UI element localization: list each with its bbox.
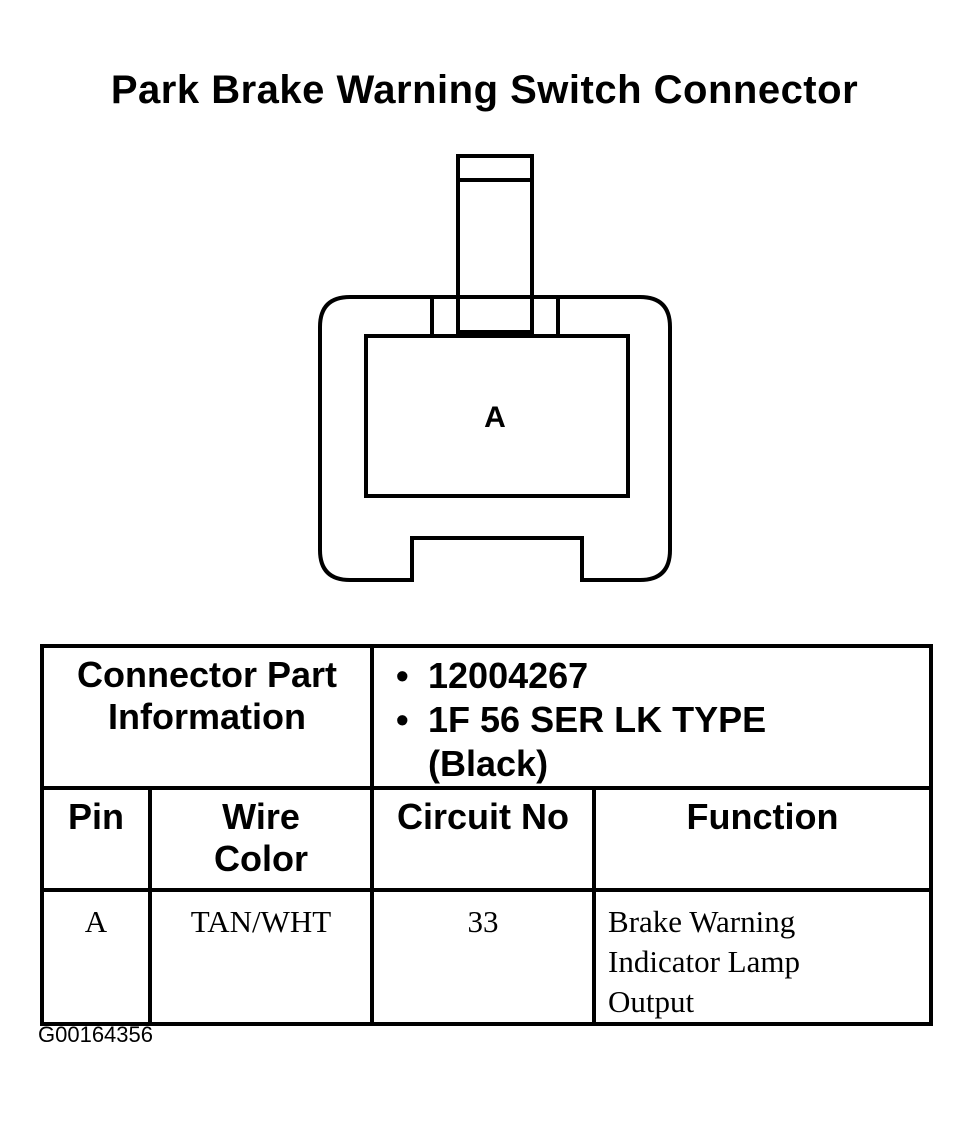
- part-info-label-line1: Connector Part: [76, 654, 338, 695]
- part-info-row: Connector Part Information 12004267 1F 5…: [39, 644, 934, 790]
- part-number: 12004267: [396, 654, 929, 698]
- cell-wire-color: TAN/WHT: [147, 888, 375, 1026]
- table-row: A TAN/WHT 33 Brake Warning Indicator Lam…: [40, 888, 934, 1026]
- cell-function: Brake Warning Indicator Lamp Output: [592, 888, 934, 1026]
- figure-code: G00164356: [38, 1022, 153, 1047]
- column-header-row: Pin Wire Color Circuit No Function: [40, 786, 934, 892]
- diagram-title: Park Brake Warning Switch Connector: [110, 68, 859, 112]
- cavity-label: A: [484, 401, 506, 434]
- connector-drawing: A: [318, 154, 672, 582]
- part-info-label-line2: Information: [108, 696, 306, 737]
- function-line1: Brake Warning: [608, 904, 796, 939]
- cell-pin: A: [40, 888, 152, 1026]
- connector-info-table: Connector Part Information 12004267 1F 5…: [39, 644, 934, 1026]
- part-info-list: 12004267 1F 56 SER LK TYPE (Black): [374, 648, 929, 786]
- header-function: Function: [592, 786, 934, 892]
- connector-lock-tab: [456, 154, 534, 334]
- header-wire-line1: Wire: [222, 796, 300, 837]
- connector-color: (Black): [428, 743, 549, 784]
- part-info-label-cell: Connector Part Information: [39, 644, 375, 790]
- header-pin: Pin: [40, 786, 152, 892]
- connector-type: 1F 56 SER LK TYPE: [396, 698, 929, 742]
- cell-circuit: 33: [370, 888, 597, 1026]
- header-circuit-no: Circuit No: [370, 786, 597, 892]
- function-line2: Indicator Lamp: [608, 944, 800, 979]
- header-wire-line2: Color: [214, 838, 308, 879]
- header-wire-color: Wire Color: [147, 786, 375, 892]
- connector-cavity: [364, 334, 630, 498]
- part-info-value-cell: 12004267 1F 56 SER LK TYPE (Black): [370, 644, 934, 790]
- function-line3: Output: [608, 984, 695, 1019]
- connector-housing: [318, 295, 672, 582]
